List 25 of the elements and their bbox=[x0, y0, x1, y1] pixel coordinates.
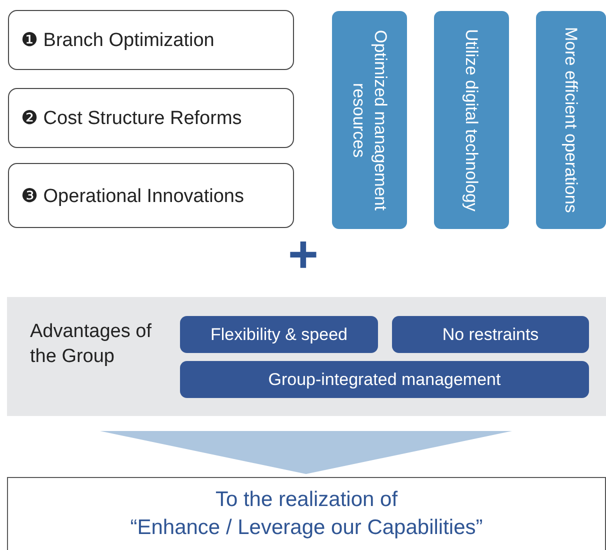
goal-text: To the realization of bbox=[215, 486, 398, 513]
plus-sign: + bbox=[288, 229, 318, 281]
advantage-box bbox=[392, 316, 589, 353]
advantage-box bbox=[180, 361, 589, 398]
panel-heading: Advantages of the Group bbox=[30, 320, 152, 370]
initiative-box bbox=[8, 88, 294, 148]
box-label: No restraints bbox=[442, 324, 539, 344]
theme-box bbox=[434, 11, 509, 229]
initiative-box bbox=[8, 163, 294, 228]
advantage-box bbox=[180, 316, 378, 353]
box-label: Flexibility & speed bbox=[210, 324, 348, 344]
goal-box bbox=[7, 477, 606, 550]
theme-box bbox=[332, 11, 407, 229]
goal-text: “Enhance / Leverage our Capabilities” bbox=[130, 515, 483, 541]
advantages-panel bbox=[7, 297, 606, 416]
box-label: Utilize digital technology bbox=[461, 28, 482, 212]
theme-box bbox=[536, 11, 606, 229]
down-arrow bbox=[100, 431, 512, 474]
initiative-box bbox=[8, 10, 294, 70]
box-label: More efficient operations bbox=[560, 27, 582, 213]
box-label: Optimized management resources bbox=[348, 28, 391, 212]
box-label: ❶ Branch Optimization bbox=[21, 29, 214, 52]
box-label: ❷ Cost Structure Reforms bbox=[21, 107, 242, 130]
box-label: Group-integrated management bbox=[268, 370, 501, 390]
box-label: ❸ Operational Innovations bbox=[21, 184, 244, 208]
